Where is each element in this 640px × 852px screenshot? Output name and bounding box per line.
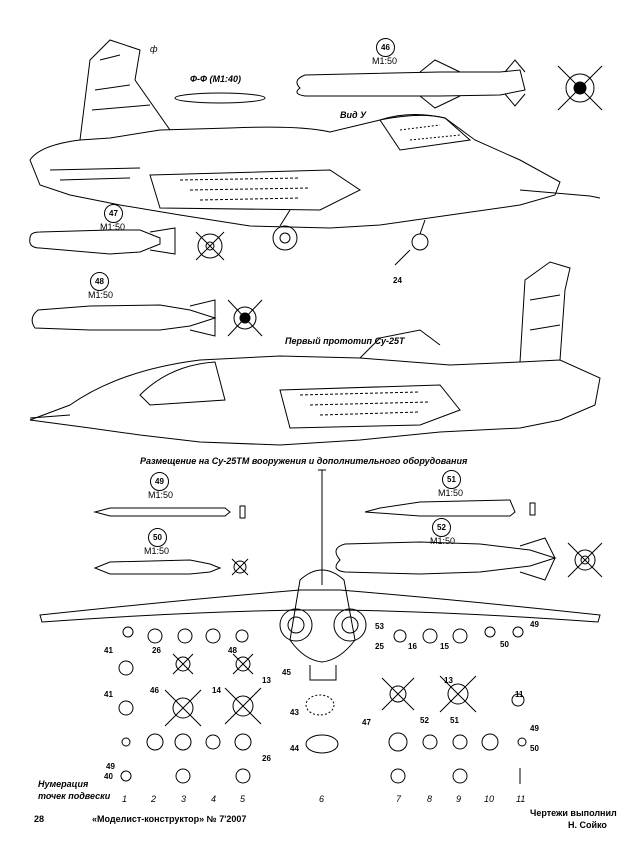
page-number: 28 xyxy=(34,814,45,824)
callout-50b: 50 xyxy=(530,744,539,753)
callout-16: 16 xyxy=(408,642,417,651)
item50-scale: М1:50 xyxy=(144,546,170,556)
item50-number: 50 xyxy=(148,528,167,547)
callout-41a: 41 xyxy=(104,646,113,655)
callout-25: 25 xyxy=(375,642,384,651)
magazine-title: «Моделист-конструктор» № 7'2007 xyxy=(92,814,247,824)
pylon-5: 5 xyxy=(240,794,246,804)
pylon-stores-row xyxy=(122,626,524,644)
item52-munition xyxy=(335,537,603,581)
pylon-10: 10 xyxy=(484,794,495,804)
section-ff-label: Ф-Ф (М1:40) xyxy=(190,74,242,84)
item47-bomb xyxy=(29,227,225,261)
callout-40: 40 xyxy=(104,772,113,781)
callout-26b: 26 xyxy=(262,754,271,763)
item47-scale: М1:50 xyxy=(100,222,126,232)
item49-munition xyxy=(93,505,246,519)
item51-munition xyxy=(364,499,536,517)
callout-45: 45 xyxy=(282,668,291,677)
section-ff-shape xyxy=(174,92,266,104)
item48-munition xyxy=(31,299,263,337)
aircraft-side-view-prototype xyxy=(29,261,601,446)
callout-11: 11 xyxy=(515,690,524,699)
aircraft-front-view xyxy=(39,469,601,681)
callout-51: 51 xyxy=(450,716,459,725)
placement-caption: Размещение на Су-25ТМ вооружения и допол… xyxy=(140,456,468,466)
pylon-7: 7 xyxy=(396,794,402,804)
item51-scale: М1:50 xyxy=(438,488,464,498)
callout-43: 43 xyxy=(290,708,299,717)
pylon-6: 6 xyxy=(319,794,325,804)
item46-missile xyxy=(296,59,526,109)
credit-line-2: Н. Сойко xyxy=(568,820,607,830)
callout-13b: 13 xyxy=(444,676,453,685)
item46-number: 46 xyxy=(376,38,395,57)
store-symbols-grid xyxy=(118,653,527,784)
callout-53: 53 xyxy=(375,622,384,631)
callout-44: 44 xyxy=(290,744,299,753)
item50-munition xyxy=(93,558,249,576)
callout-41b: 41 xyxy=(104,690,113,699)
item51-number: 51 xyxy=(442,470,461,489)
item47-number: 47 xyxy=(104,204,123,223)
callout-24: 24 xyxy=(393,276,402,285)
item49-scale: М1:50 xyxy=(148,490,174,500)
callout-13a: 13 xyxy=(262,676,271,685)
pylon-9: 9 xyxy=(456,794,462,804)
callout-49c: 49 xyxy=(106,762,115,771)
callout-49b: 49 xyxy=(530,724,539,733)
pylon-1: 1 xyxy=(122,794,128,804)
callout-26: 26 xyxy=(152,646,161,655)
item46-front-view xyxy=(557,65,603,111)
item46-scale: М1:50 xyxy=(372,56,398,66)
section-f-mark: ф xyxy=(150,44,158,54)
callout-46: 46 xyxy=(150,686,159,695)
item52-scale: М1:50 xyxy=(430,536,456,546)
callout-49a: 49 xyxy=(530,620,539,629)
pylon-11: 11 xyxy=(516,794,526,804)
aircraft-side-view-top xyxy=(29,39,601,266)
callout-47: 47 xyxy=(362,718,371,727)
item48-scale: М1:50 xyxy=(88,290,114,300)
item49-number: 49 xyxy=(150,472,169,491)
callout-50a: 50 xyxy=(500,640,509,649)
pylon-2: 2 xyxy=(151,794,157,804)
item48-number: 48 xyxy=(90,272,109,291)
pylon-4: 4 xyxy=(211,794,217,804)
view-u-label: Вид У xyxy=(340,110,367,120)
pylon-3: 3 xyxy=(181,794,187,804)
item52-number: 52 xyxy=(432,518,451,537)
prototype-caption: Первый прототип Су-25Т xyxy=(285,336,405,346)
callout-52: 52 xyxy=(420,716,429,725)
callout-14: 14 xyxy=(212,686,221,695)
callout-48: 48 xyxy=(228,646,237,655)
callout-15: 15 xyxy=(440,642,449,651)
credit-line-1: Чертежи выполнил xyxy=(530,808,617,818)
pylon-8: 8 xyxy=(427,794,433,804)
pylon-numbering-caption: Нумерация точек подвески xyxy=(38,779,111,801)
